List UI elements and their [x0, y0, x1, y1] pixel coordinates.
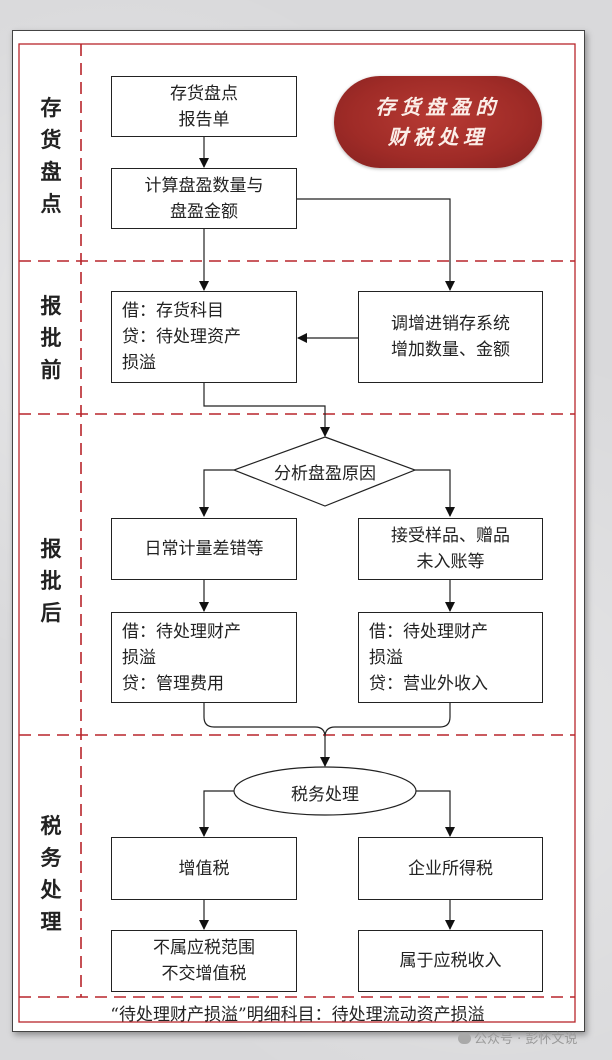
diagram-title-badge: 存货盘盈的 财税处理: [334, 76, 542, 168]
node-text-line: 日常计量差错等: [144, 539, 264, 559]
wechat-icon: [458, 1033, 471, 1044]
lane-char: 处: [40, 877, 62, 902]
node-text-line: 借：待处理财产: [122, 621, 241, 642]
node-text-line: 企业所得税: [408, 858, 493, 879]
arrow-entry-to-diamond: [203, 383, 330, 437]
analyze-diamond: [232, 436, 417, 507]
node-text-line: 属于应税收入: [399, 951, 502, 971]
watermark-text: 公众号 · 彭怀文说: [474, 1032, 578, 1047]
arrow-merge-to-tax: [203, 703, 330, 767]
node-text-line: 存货盘点: [170, 83, 238, 104]
node-text-line: 不交增值税: [161, 964, 247, 984]
lane-char: 理: [40, 909, 62, 934]
node-cit-result: 属于应税收入: [358, 930, 543, 992]
lane-char: 盘: [40, 159, 62, 184]
arrow-calc-to-adjust: [297, 198, 455, 291]
lane-char: 前: [40, 357, 62, 382]
node-text-line: 借：待处理财产: [369, 621, 488, 642]
arrow-tax-to-vat: [199, 790, 234, 837]
lane-char: 存: [40, 95, 62, 120]
node-entry-before-approval: 借：存货科目 贷：待处理资产 损溢: [111, 291, 297, 383]
lane-char: 报: [40, 536, 62, 561]
node-text-line: 损溢: [122, 353, 156, 373]
node-text-line: 计算盘盈数量与: [144, 175, 264, 196]
title-line-1: 存货盘盈的: [375, 95, 501, 119]
lane-char: 税: [40, 813, 62, 838]
lane-label-before-approval: 报 批 前: [22, 290, 80, 386]
lane-char: 批: [40, 325, 62, 350]
node-vat-result: 不属应税范围 不交增值税: [111, 930, 297, 992]
node-text-line: 损溢: [369, 647, 403, 668]
node-samples-gifts: 接受样品、赠品 未入账等: [358, 518, 543, 580]
lane-char: 货: [40, 127, 62, 152]
red-frame: [18, 43, 576, 1023]
node-text-line: 增加数量、金额: [391, 340, 510, 360]
node-calc-surplus: 计算盘盈数量与 盘盈金额: [111, 168, 297, 229]
node-text-line: 增值税: [178, 858, 230, 879]
node-text-line: 贷：营业外收入: [369, 673, 488, 694]
title-line-2: 财税处理: [388, 125, 488, 149]
arrow-diamond-to-left: [199, 469, 234, 517]
node-daily-error: 日常计量差错等: [111, 518, 297, 580]
node-text-line: 贷：管理费用: [122, 673, 224, 694]
node-text-line: 不属应税范围: [153, 938, 255, 958]
arrow-tax-to-cit: [416, 790, 455, 837]
node-cit: 企业所得税: [358, 837, 543, 900]
node-text-line: 报告单: [178, 109, 230, 130]
node-entry-after-right: 借：待处理财产 损溢 贷：营业外收入: [358, 612, 543, 703]
lane-label-inventory-count: 存 货 盘 点: [22, 92, 80, 220]
lane-char: 批: [40, 568, 62, 593]
lane-char: 后: [40, 600, 62, 625]
lane-label-tax-treatment: 税 务 处 理: [22, 810, 80, 938]
node-text-line: 贷：待处理资产: [122, 327, 241, 347]
lane-char: 点: [40, 191, 62, 216]
node-adjust-system: 调增进销存系统 增加数量、金额: [358, 291, 543, 383]
merge-right-branch: [324, 703, 451, 738]
footer-note: “待处理财产损溢”明细科目：待处理流动资产损溢: [110, 1005, 485, 1025]
node-tax-treatment-label: 税务处理: [291, 785, 359, 805]
watermark: 公众号 · 彭怀文说: [458, 1028, 577, 1047]
node-vat: 增值税: [111, 837, 297, 900]
node-analyze-reason-label: 分析盘盈原因: [274, 464, 376, 484]
lane-char: 报: [40, 293, 62, 318]
node-text-line: 接受样品、赠品: [391, 526, 510, 546]
node-inventory-report: 存货盘点 报告单: [111, 76, 297, 137]
node-text-line: 调增进销存系统: [391, 314, 510, 334]
node-text-line: 借：存货科目: [122, 301, 224, 321]
node-entry-after-left: 借：待处理财产 损溢 贷：管理费用: [111, 612, 297, 703]
node-text-line: 损溢: [122, 647, 156, 668]
lane-char: 务: [40, 845, 62, 870]
arrow-diamond-to-right: [415, 469, 455, 517]
lane-label-after-approval: 报 批 后: [22, 533, 80, 629]
node-text-line: 盘盈金额: [170, 201, 238, 222]
node-text-line: 未入账等: [416, 552, 485, 572]
